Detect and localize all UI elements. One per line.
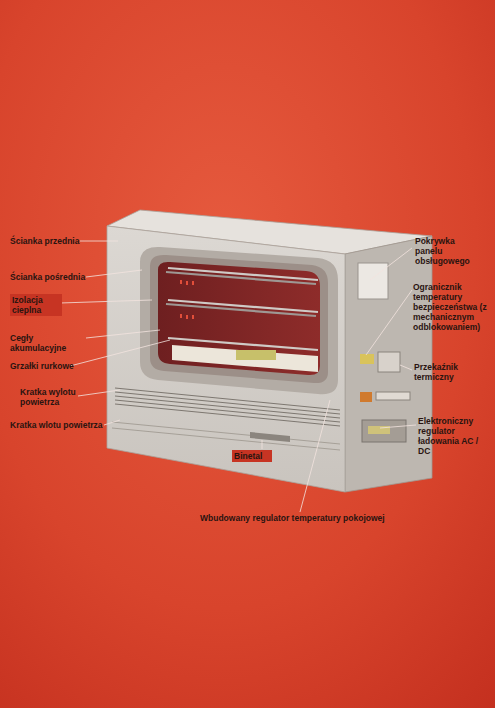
- room-thermostat: [250, 432, 290, 442]
- heating-rods: [166, 268, 318, 350]
- panel-cover: [358, 263, 388, 299]
- storage-bricks: [158, 262, 320, 375]
- controls: [360, 352, 410, 442]
- part-label: Ścianka przednia: [10, 236, 90, 246]
- part-label: Przekaźnik termiczny: [414, 362, 474, 382]
- part-label: Ścianka pośrednia: [10, 272, 90, 282]
- part-label: Izolacja cieplna: [10, 294, 62, 316]
- inner-wall: [140, 247, 338, 394]
- bimetal-plate: [236, 350, 276, 360]
- part-label: Kratka wlotu powietrza: [10, 420, 110, 430]
- air-grilles: [112, 388, 340, 450]
- insulation: [150, 255, 328, 383]
- part-label: Elektroniczny regulator ładowania AC / D…: [418, 416, 490, 456]
- front-face: [107, 226, 345, 492]
- part-label: Ogranicznik temperatury bezpieczeństwa (…: [413, 282, 491, 332]
- part-label: Kratka wylotu powietrza: [20, 387, 76, 407]
- part-label: Binetal: [232, 450, 272, 462]
- part-label: Pokrywka panelu obsługowego: [415, 236, 467, 266]
- heat-marks: [180, 280, 194, 319]
- part-label: Wbudowany regulator temperatury pokojowe…: [200, 513, 400, 523]
- part-label: Grzałki rurkowe: [10, 361, 80, 371]
- part-label: Cegły akumulacyjne: [10, 333, 90, 353]
- leader-lines: [60, 241, 416, 512]
